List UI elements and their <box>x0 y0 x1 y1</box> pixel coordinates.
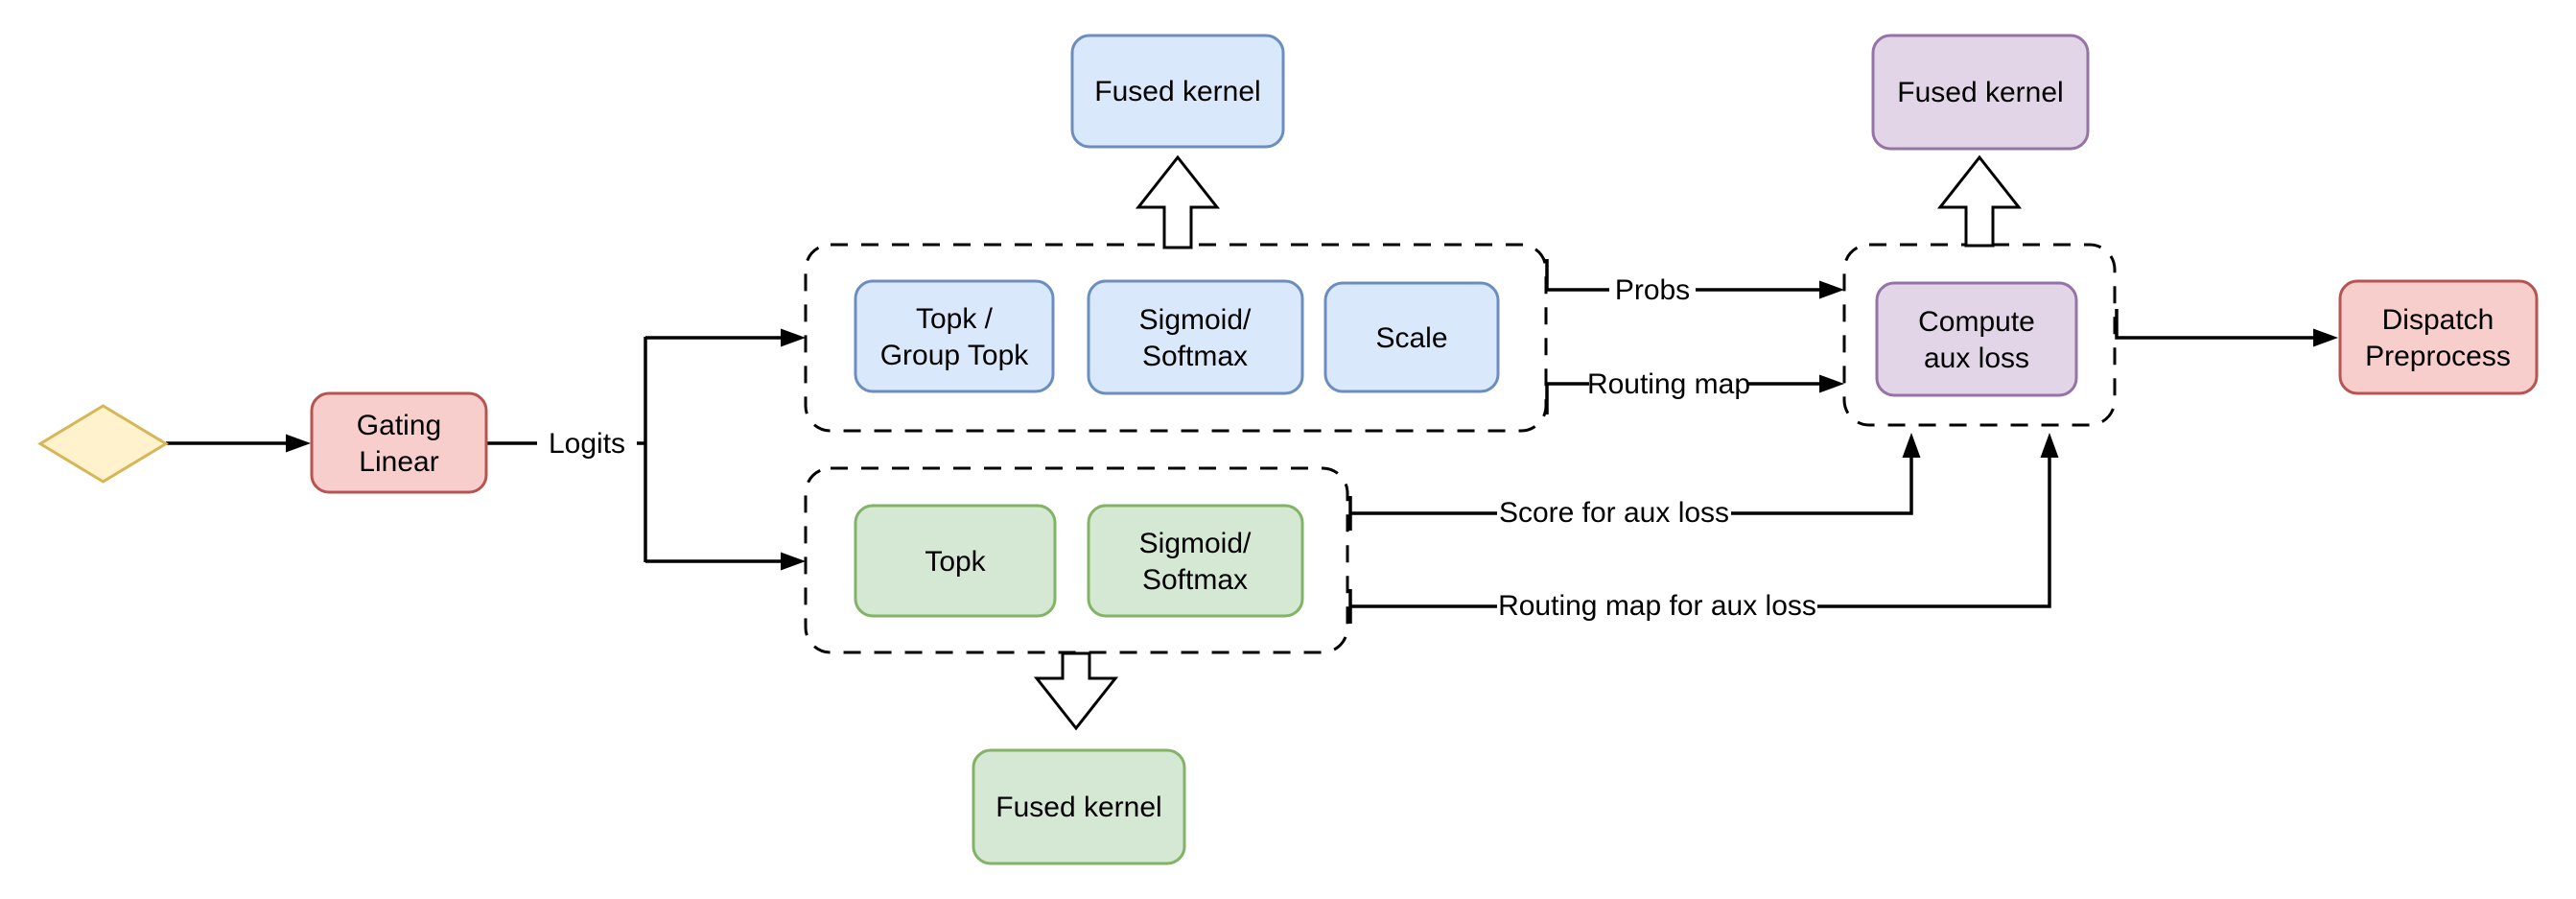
node-shape <box>1871 34 2090 151</box>
label-background <box>537 426 637 461</box>
node-label: Topk <box>925 546 986 578</box>
topk-node: Topk <box>854 504 1057 618</box>
edge-line <box>2115 309 2313 340</box>
fused-kernel-top-node: Fused kernel <box>1070 34 1285 149</box>
arrowhead-icon <box>781 328 806 347</box>
node-shape <box>2338 279 2539 395</box>
node-label-line2: Softmax <box>1142 564 1248 596</box>
edge-label-routing-map: Routing map <box>1587 367 1750 401</box>
block-arrow-down-icon <box>1033 651 1119 731</box>
node-label-line1: Dispatch <box>2382 304 2494 336</box>
edge-start-to-gating <box>166 434 311 453</box>
node-label-line1: Compute <box>1918 306 2035 338</box>
arrowhead-icon <box>781 552 806 571</box>
edge-line <box>1350 458 2051 608</box>
sigmoid-softmax-bottom-node: Sigmoid/ Softmax <box>1087 504 1304 618</box>
node-label-line2: Softmax <box>1142 341 1248 372</box>
edge-label-routing-map-for-aux-loss: Routing map for aux loss <box>1497 588 1817 623</box>
fused-kernel-bottom-node: Fused kernel <box>972 748 1186 865</box>
edge-label-text: Routing map for aux loss <box>1498 590 1816 622</box>
start-diamond <box>37 404 169 484</box>
edge-logits-to-aux-router <box>645 552 806 571</box>
arrowhead-icon <box>286 434 311 453</box>
edge-label-text: Routing map <box>1587 368 1750 400</box>
edge-to-dispatch-preprocess <box>2115 309 2338 347</box>
sigmoid-softmax-top-node: Sigmoid/ Softmax <box>1087 279 1304 395</box>
node-shape <box>1875 281 2078 397</box>
diamond-shape <box>37 404 169 484</box>
compute-aux-loss-node: Compute aux loss <box>1875 281 2078 397</box>
edge-label-text: Probs <box>1615 274 1690 306</box>
edge-label-text: Logits <box>549 428 625 460</box>
block-arrow-up-icon <box>1936 154 2023 248</box>
fused-kernel-aux-node: Fused kernel <box>1871 34 2090 151</box>
label-background <box>1589 367 1748 401</box>
arrowhead-icon <box>2313 328 2338 347</box>
node-label-line1: Topk / <box>916 303 994 335</box>
node-label: Scale <box>1375 322 1447 354</box>
arrowhead-icon <box>1819 374 1844 393</box>
node-shape <box>854 279 1055 393</box>
node-label-line1: Sigmoid/ <box>1139 528 1252 559</box>
node-label-line2: Preprocess <box>2365 341 2511 372</box>
gating-linear-node: Gating Linear <box>310 391 488 494</box>
edge-label-probs: Probs <box>1609 272 1696 307</box>
node-shape <box>972 748 1186 865</box>
node-label-line2: Group Topk <box>880 340 1030 371</box>
compute-aux-loss-group-box <box>1842 243 2117 427</box>
arrowhead-icon <box>2040 433 2059 458</box>
edge-logits-to-fused-router <box>645 328 806 347</box>
topk-group-topk-node: Topk / Group Topk <box>854 279 1055 393</box>
node-shape <box>1323 281 1500 393</box>
node-label-line1: Gating <box>357 410 441 441</box>
node-shape <box>1070 34 1285 149</box>
edge-label-score-for-aux-loss: Score for aux loss <box>1497 495 1731 530</box>
node-shape <box>1087 279 1304 395</box>
edge-label-text: Score for aux loss <box>1499 497 1729 529</box>
node-label-line2: aux loss <box>1924 343 2029 374</box>
block-arrow-up-icon <box>1135 154 1221 249</box>
arrowhead-icon <box>1902 433 1921 458</box>
node-label: Fused kernel <box>1897 77 2063 108</box>
node-shape <box>854 504 1057 618</box>
label-background <box>1497 588 1817 623</box>
node-label: Fused kernel <box>1094 76 1260 107</box>
label-background <box>1609 272 1696 307</box>
arrowhead-icon <box>1819 280 1844 299</box>
node-label: Fused kernel <box>995 792 1161 823</box>
dispatch-preprocess-node: Dispatch Preprocess <box>2338 279 2539 395</box>
label-background <box>1497 495 1731 530</box>
scale-node: Scale <box>1323 281 1500 393</box>
node-shape <box>310 391 488 494</box>
node-label-line2: Linear <box>359 446 438 478</box>
edge-label-logits: Logits <box>537 426 637 461</box>
aux-router-group-box <box>804 466 1349 654</box>
node-shape <box>1087 504 1304 618</box>
node-label-line1: Sigmoid/ <box>1139 304 1252 336</box>
